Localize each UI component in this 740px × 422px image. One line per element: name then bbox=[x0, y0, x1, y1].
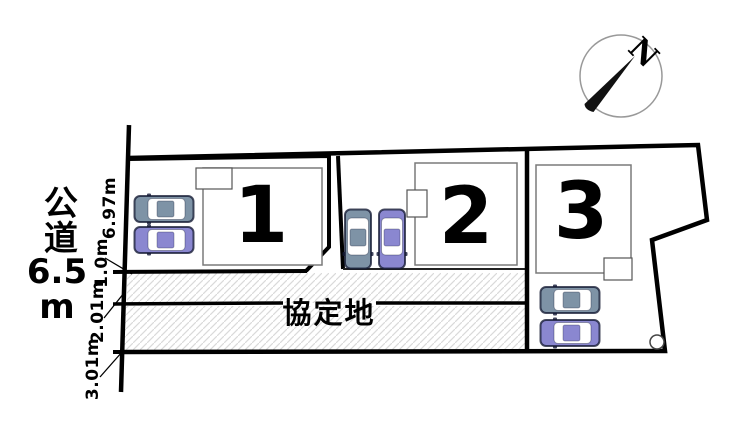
agreement-line-left bbox=[112, 301, 284, 306]
agreement-area-label: 協定地 bbox=[282, 296, 376, 330]
car-lot2-gray bbox=[341, 208, 375, 270]
hatch-strip-lower bbox=[121, 306, 527, 351]
lot-1-bottom-line bbox=[112, 269, 308, 274]
measurement-segment-2: 2.01m bbox=[88, 280, 108, 344]
leader-line-1-0m bbox=[104, 257, 133, 275]
car-lot1-purple bbox=[133, 223, 195, 257]
road-width-value: 6.5 bbox=[26, 252, 88, 292]
car-lot3-gray bbox=[539, 283, 601, 317]
lot-1-number: 1 bbox=[233, 171, 289, 261]
house-3-entry bbox=[603, 257, 633, 281]
compass-needle bbox=[584, 56, 635, 112]
house-2 bbox=[414, 162, 518, 266]
house-3 bbox=[535, 164, 632, 274]
parcel-boundary bbox=[119, 142, 710, 355]
house-2-entry bbox=[406, 189, 428, 218]
road-label: 公道 6.5 m bbox=[26, 185, 88, 327]
road-edge-line bbox=[118, 124, 132, 393]
road-name: 公道 bbox=[37, 185, 78, 255]
compass-ring bbox=[579, 34, 663, 118]
lot-2-boundary-left bbox=[336, 155, 345, 270]
road-width-unit: m bbox=[39, 286, 75, 327]
measurement-frontage: 6.97m bbox=[100, 176, 120, 240]
utility-circle bbox=[649, 334, 665, 350]
car-lot1-gray bbox=[133, 192, 195, 226]
measurement-segment-3: 3.01m bbox=[83, 337, 103, 401]
car-lot2-purple bbox=[375, 208, 409, 270]
hatch-strip-upper bbox=[127, 273, 527, 303]
lot-2-number: 2 bbox=[438, 172, 494, 262]
compass bbox=[579, 34, 663, 118]
leader-line-3-01m bbox=[99, 351, 123, 378]
lot-3-number: 3 bbox=[553, 167, 609, 257]
house-1-entry bbox=[195, 167, 233, 190]
leader-line-2-01m bbox=[103, 292, 125, 319]
car-lot3-purple bbox=[539, 316, 601, 350]
